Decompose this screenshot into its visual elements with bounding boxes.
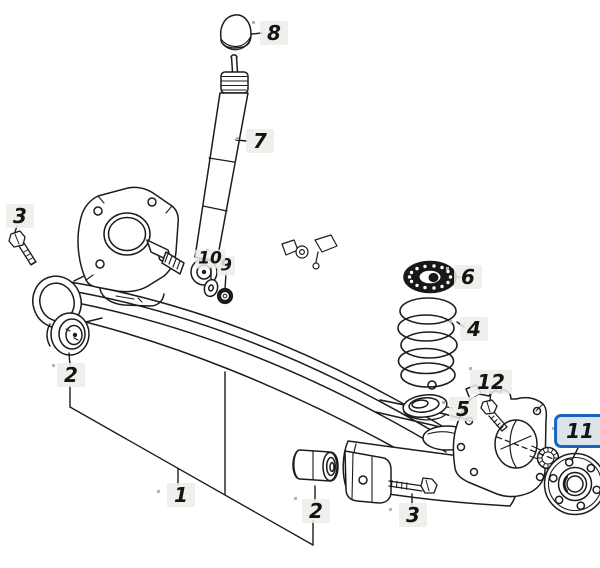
- callout-10[interactable]: 10: [195, 249, 225, 269]
- bushing-left: [46, 312, 90, 356]
- callout-5[interactable]: 5: [449, 397, 477, 421]
- shock-absorber-drawing: [190, 54, 249, 286]
- callout-2-right[interactable]: 2: [302, 499, 330, 523]
- callout-12[interactable]: 12: [470, 370, 512, 394]
- axle-beam-drawing: [51, 280, 467, 473]
- bolt-right: [388, 477, 438, 494]
- callout-6[interactable]: 6: [454, 265, 482, 289]
- callout-3-left[interactable]: 3: [6, 204, 34, 228]
- lower-seat-drawing: [402, 394, 448, 421]
- callout-7[interactable]: 7: [246, 129, 274, 153]
- bushing-right: [292, 449, 339, 482]
- assembly-bracket-lines: [68, 352, 316, 546]
- callout-1[interactable]: 1: [167, 483, 195, 507]
- callout-4[interactable]: 4: [460, 317, 488, 341]
- upper-insulator-drawing: [403, 260, 457, 294]
- bolt-12: [480, 399, 508, 432]
- beam-clips: [281, 234, 338, 270]
- callout-8[interactable]: 8: [260, 21, 288, 45]
- spindle-stub-left: [146, 239, 185, 275]
- callout-11-highlighted[interactable]: 11: [554, 414, 600, 448]
- hub-drawing: [496, 436, 600, 516]
- washer-and-nut: [203, 278, 234, 305]
- bushing-bracket-right: [344, 450, 392, 504]
- spindle-bracket-left: [77, 186, 179, 307]
- coil-spring-drawing: [397, 297, 458, 390]
- bolt-left: [8, 230, 37, 266]
- shock-cap-drawing: [219, 14, 252, 51]
- callout-3-right[interactable]: 3: [399, 503, 427, 527]
- callout-2-left[interactable]: 2: [57, 363, 85, 387]
